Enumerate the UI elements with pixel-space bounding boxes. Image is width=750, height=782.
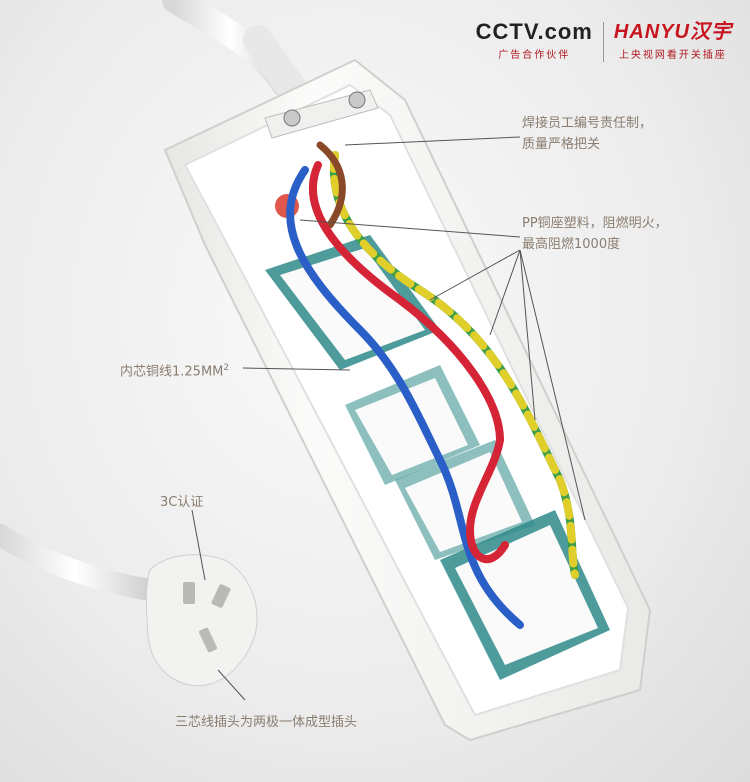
logo-divider	[602, 22, 604, 62]
brand-logos: CCTV.com 广告合作伙伴 HANYU汉宇 上央视网看开关插座	[476, 20, 732, 62]
annotation-pp-material: PP铜座塑料，阻燃明火， 最高阻燃1000度	[522, 216, 668, 252]
leader-lines	[191, 136, 586, 701]
socket-modules	[265, 235, 610, 680]
annotation-weld: 焊接员工编号责任制， 质量严格把关	[522, 116, 653, 152]
annotation-plug: 三芯线插头为两极一体成型插头	[175, 715, 358, 730]
cable-clamp	[264, 89, 379, 139]
annotation-copper-core: 内芯铜线1.25MM2	[120, 363, 230, 380]
screw-icon	[283, 109, 301, 127]
brown-wire	[316, 141, 346, 229]
annotation-3c-cert: 3C认证	[160, 495, 204, 510]
three-pin-plug	[145, 554, 258, 687]
red-live-wire	[308, 161, 509, 564]
hanyu-logo: HANYU汉宇 上央视网看开关插座	[613, 21, 732, 61]
internal-wiring	[286, 141, 579, 629]
screw-icon	[348, 91, 366, 109]
power-cable-plug	[0, 524, 161, 601]
cctv-logo: CCTV.com 广告合作伙伴	[475, 19, 593, 62]
blue-neutral-wire	[286, 166, 524, 629]
